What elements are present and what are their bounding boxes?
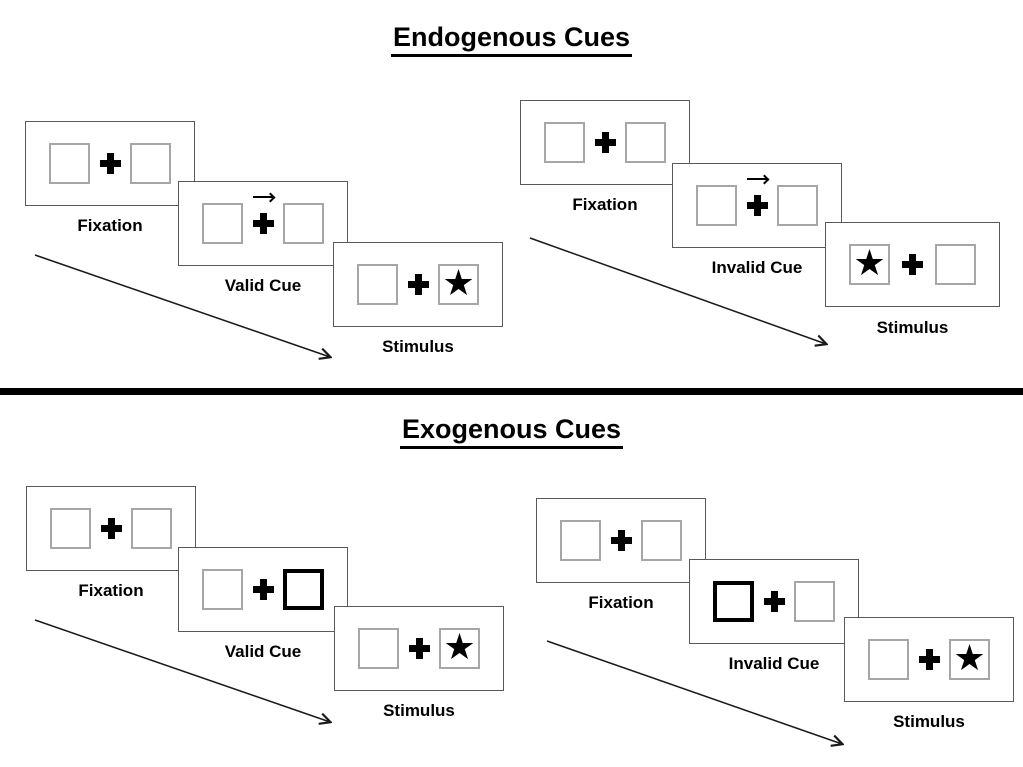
fixation-panel xyxy=(25,121,195,206)
fixation-cross-icon xyxy=(252,579,274,600)
right-box xyxy=(283,569,324,610)
panel-label: Invalid Cue xyxy=(728,654,820,673)
right-box xyxy=(131,508,172,549)
fixation-cross-icon xyxy=(746,195,768,216)
panel-label: Stimulus xyxy=(382,337,454,356)
stimulus-panel: ★ xyxy=(334,606,504,691)
right-box: ★ xyxy=(439,628,480,669)
left-box xyxy=(713,581,754,622)
fixation-panel xyxy=(26,486,196,571)
panel-label: Fixation xyxy=(572,195,638,214)
valid-cue-panel xyxy=(178,181,348,266)
center-symbols xyxy=(402,607,436,690)
fixation-cross-icon xyxy=(594,132,616,153)
fixation-cross-icon xyxy=(763,591,785,612)
right-box xyxy=(794,581,835,622)
center-symbols xyxy=(740,164,774,247)
left-box xyxy=(560,520,601,561)
center-symbols xyxy=(93,122,127,205)
left-box: ★ xyxy=(849,244,890,285)
right-box: ★ xyxy=(949,639,990,680)
panel-label: Fixation xyxy=(77,216,143,235)
panel-label: Valid Cue xyxy=(224,642,302,661)
center-symbols xyxy=(94,487,128,570)
cue-arrow-icon xyxy=(747,178,768,180)
invalid-cue-panel xyxy=(672,163,842,248)
center-symbols xyxy=(588,101,622,184)
panel-label: Stimulus xyxy=(383,701,455,720)
fixation-cross-icon xyxy=(408,638,430,659)
center-symbols xyxy=(912,618,946,701)
right-box xyxy=(130,143,171,184)
center-symbols xyxy=(246,548,280,631)
right-box xyxy=(777,185,818,226)
panel-label: Invalid Cue xyxy=(711,258,803,277)
left-box xyxy=(544,122,585,163)
panel-label: Stimulus xyxy=(893,712,965,731)
valid-cue-panel xyxy=(178,547,348,632)
center-symbols xyxy=(757,560,791,643)
fixation-panel xyxy=(536,498,706,583)
fixation-panel xyxy=(520,100,690,185)
fixation-cross-icon xyxy=(902,254,923,275)
right-box xyxy=(625,122,666,163)
left-box xyxy=(202,203,243,244)
right-box xyxy=(641,520,682,561)
panel-label: Valid Cue xyxy=(224,276,302,295)
section-title-text: Exogenous Cues xyxy=(399,414,624,449)
section-title-endogenous: Endogenous Cues xyxy=(0,22,1023,57)
fixation-cross-icon xyxy=(407,274,429,295)
timeline-arrow xyxy=(529,237,826,344)
center-symbols xyxy=(246,182,280,265)
section-title-exogenous: Exogenous Cues xyxy=(0,414,1023,449)
panel-label: Fixation xyxy=(588,593,654,612)
left-box xyxy=(49,143,90,184)
left-box xyxy=(358,628,399,669)
cue-arrow-icon xyxy=(253,196,274,198)
center-symbols xyxy=(401,243,435,326)
fixation-cross-icon xyxy=(918,649,940,670)
left-box xyxy=(696,185,737,226)
left-box xyxy=(50,508,91,549)
stimulus-panel: ★ xyxy=(333,242,503,327)
panel-label: Fixation xyxy=(78,581,144,600)
fixation-cross-icon xyxy=(100,518,122,539)
section-divider xyxy=(0,388,1023,395)
invalid-cue-panel xyxy=(689,559,859,644)
timeline-arrow xyxy=(34,619,330,722)
left-box xyxy=(357,264,398,305)
panel-label: Stimulus xyxy=(876,318,949,337)
left-box xyxy=(202,569,243,610)
stimulus-panel: ★ xyxy=(825,222,1000,307)
fixation-cross-icon xyxy=(99,153,121,174)
right-box xyxy=(283,203,324,244)
left-box xyxy=(868,639,909,680)
fixation-cross-icon xyxy=(610,530,632,551)
right-box xyxy=(935,244,976,285)
section-title-text: Endogenous Cues xyxy=(390,22,632,57)
right-box: ★ xyxy=(438,264,479,305)
stimulus-panel: ★ xyxy=(844,617,1014,702)
center-symbols xyxy=(896,223,930,306)
center-symbols xyxy=(604,499,638,582)
timeline-arrow xyxy=(34,254,330,357)
fixation-cross-icon xyxy=(252,213,274,234)
